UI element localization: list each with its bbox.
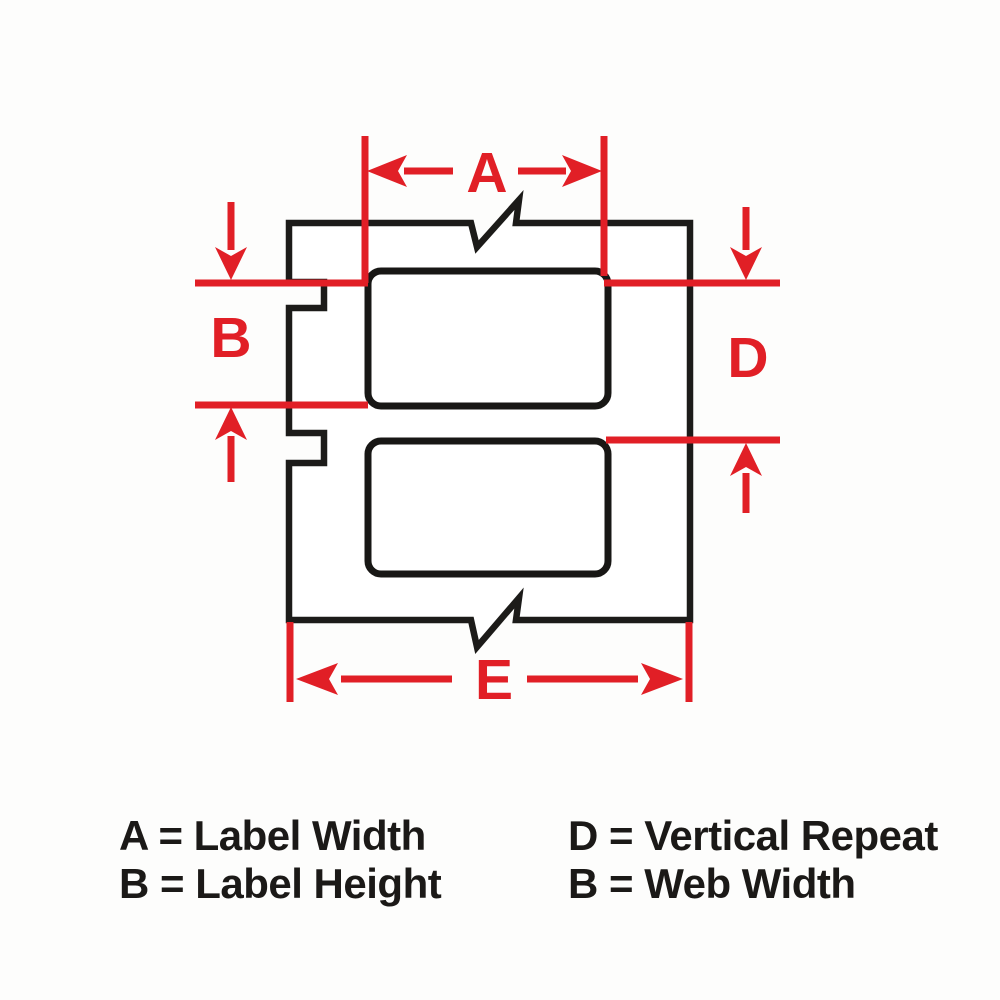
arrowhead-right-icon [641,663,683,695]
arrowhead-left-icon [296,663,338,695]
arrowhead-up-icon [215,407,247,440]
legend-item-label-width: A = Label Width [119,812,426,859]
arrowhead-down-icon [215,247,247,280]
dim-a-group: A [361,136,608,283]
legend-item-label-height: B = Label Height [119,860,442,907]
arrowhead-down-icon [730,247,762,280]
arrowhead-up-icon [730,443,762,476]
dim-letter-d: D [727,326,768,390]
dim-b-group: B [195,202,368,482]
legend-item-vertical-repeat: D = Vertical Repeat [568,812,938,859]
arrowhead-right-icon [562,155,602,187]
dim-letter-e: E [475,648,513,712]
dim-e-group: E [286,622,693,712]
arrowhead-left-icon [367,155,407,187]
legend-item-web-width: B = Web Width [568,860,856,907]
dim-d-group: D [604,207,780,513]
dim-letter-b: B [210,306,251,370]
dim-letter-a: A [466,141,507,205]
label-die-cut-2 [364,437,612,578]
label-die-cut-1 [364,267,612,410]
web-outline [285,189,694,655]
